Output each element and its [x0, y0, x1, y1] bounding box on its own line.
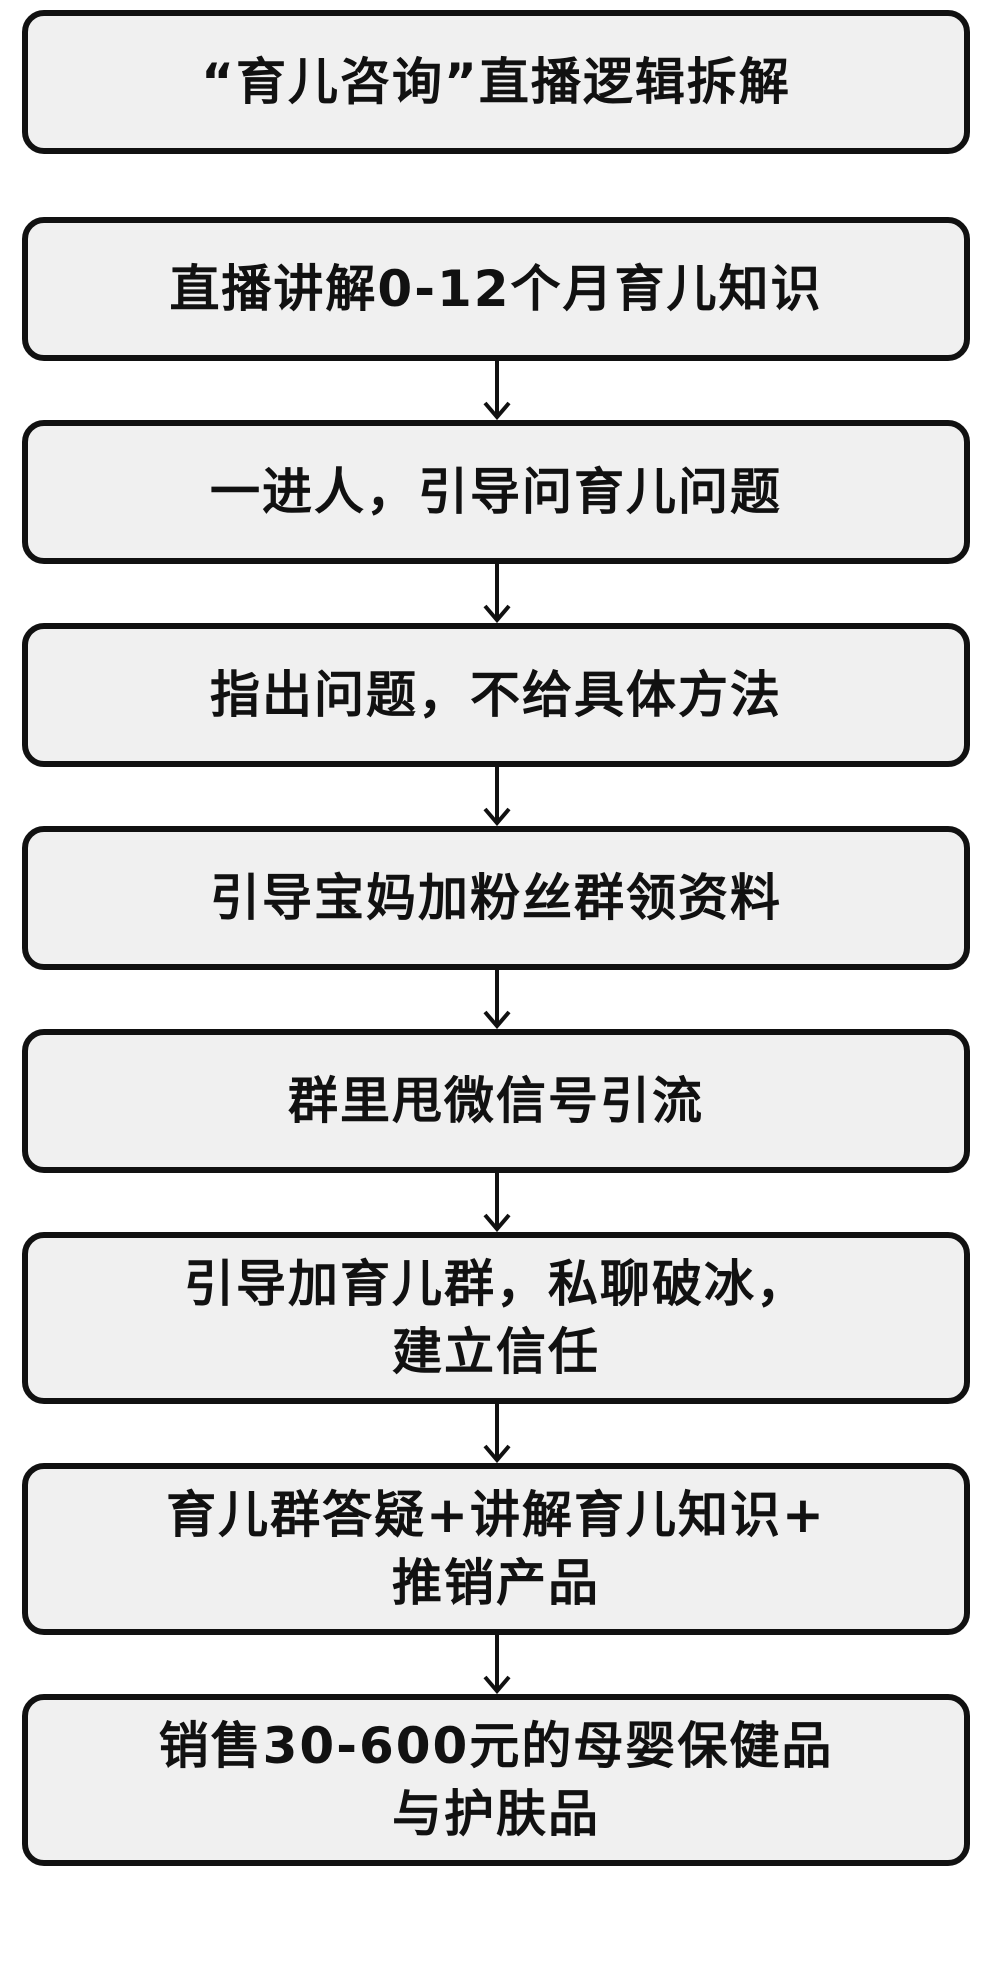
flow-step-label: 引导加育儿群，私聊破冰， 建立信任	[184, 1255, 808, 1381]
flow-step-label: 直播讲解0-12个月育儿知识	[169, 260, 823, 318]
flow-step-1: 直播讲解0-12个月育儿知识	[22, 217, 970, 361]
flow-step-label: 一进人，引导问育儿问题	[210, 463, 782, 521]
down-arrow-icon	[482, 1404, 512, 1463]
down-arrow-icon	[482, 1635, 512, 1694]
flow-step-5: 群里甩微信号引流	[22, 1029, 970, 1173]
flow-title: “育儿咨询”直播逻辑拆解	[201, 53, 791, 111]
flow-step-label: 指出问题，不给具体方法	[210, 666, 782, 724]
flow-step-label: 群里甩微信号引流	[288, 1072, 704, 1130]
down-arrow-icon	[482, 767, 512, 826]
flow-step-3: 指出问题，不给具体方法	[22, 623, 970, 767]
flow-step-label: 育儿群答疑+讲解育儿知识+ 推销产品	[166, 1486, 826, 1612]
down-arrow-icon	[482, 970, 512, 1029]
down-arrow-icon	[482, 1173, 512, 1232]
down-arrow-icon	[482, 564, 512, 623]
flow-step-label: 销售30-600元的母婴保健品 与护肤品	[158, 1717, 834, 1843]
down-arrow-icon	[482, 361, 512, 420]
flow-step-8: 销售30-600元的母婴保健品 与护肤品	[22, 1694, 970, 1866]
flow-step-6: 引导加育儿群，私聊破冰， 建立信任	[22, 1232, 970, 1404]
flow-step-7: 育儿群答疑+讲解育儿知识+ 推销产品	[22, 1463, 970, 1635]
flow-step-2: 一进人，引导问育儿问题	[22, 420, 970, 564]
flow-step-4: 引导宝妈加粉丝群领资料	[22, 826, 970, 970]
flow-title-box: “育儿咨询”直播逻辑拆解	[22, 10, 970, 154]
flow-step-label: 引导宝妈加粉丝群领资料	[210, 869, 782, 927]
